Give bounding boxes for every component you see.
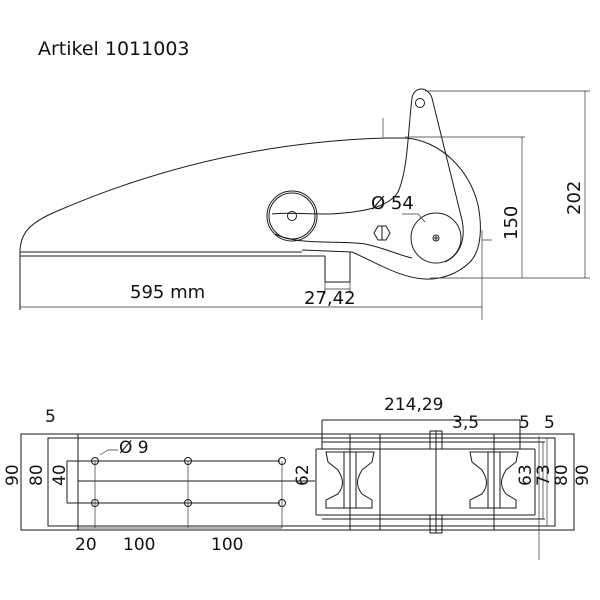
roller-height-62: 62 (293, 464, 313, 486)
lower-link (274, 233, 413, 259)
total-height-dimension: 202 (564, 181, 585, 215)
right-height-80: 80 (552, 464, 572, 486)
axle-cross (434, 236, 438, 240)
length-dimension: 595 mm (130, 282, 205, 303)
outer-outline (20, 433, 575, 531)
width-dimension: 214,29 (384, 395, 443, 415)
left-height-90: 90 (3, 464, 23, 486)
base-plate (19, 251, 325, 310)
notch-dimension: 27,42 (304, 288, 356, 309)
right-height-73: 73 (534, 464, 554, 486)
front-roller-axle (432, 234, 440, 242)
plate-lines (66, 434, 315, 530)
roller-diameter-dimension: Ø 54 (371, 193, 414, 214)
rear-roller-axle (287, 211, 297, 221)
right-height-90: 90 (573, 464, 593, 486)
notch (324, 252, 351, 283)
gap-dimension: 3,5 (452, 413, 479, 433)
lever-arm (271, 88, 464, 263)
hole-dimension-lines (78, 449, 283, 529)
dimension-lines (20, 90, 590, 320)
edge-right-dimension-1: 5 (519, 413, 530, 433)
right-dimension-lines (538, 436, 548, 560)
bolt-hex (373, 225, 391, 241)
lever-hole (415, 98, 425, 108)
body-height-dimension: 150 (501, 206, 522, 240)
article-title: Artikel 1011003 (38, 38, 190, 60)
mounting-holes (91, 457, 286, 507)
left-height-40: 40 (50, 464, 70, 486)
hole-spacing-dimension-1: 100 (123, 535, 155, 555)
roller-frame (315, 419, 545, 530)
edge-right-dimension-2: 5 (544, 413, 555, 433)
hole-spacing-dimension-2: 100 (211, 535, 243, 555)
right-height-63: 63 (516, 464, 536, 486)
front-roller (410, 212, 462, 264)
side-view: 595 mm 27,42 Ø 54 150 202 (19, 88, 590, 320)
roller-right (469, 451, 519, 509)
bow-roller-body (19, 137, 481, 280)
top-view: 5 214,29 3,5 5 5 Ø 9 90 80 40 62 63 73 8… (3, 395, 593, 560)
hole-offset-dimension: 20 (75, 535, 97, 555)
hole-diameter-dimension: Ø 9 (119, 438, 149, 458)
left-height-80: 80 (27, 464, 47, 486)
edge-left-dimension: 5 (45, 407, 56, 427)
roller-left (325, 451, 375, 509)
rear-roller (266, 190, 318, 242)
rear-roller-inner (268, 192, 316, 240)
inner-outline (47, 437, 556, 527)
